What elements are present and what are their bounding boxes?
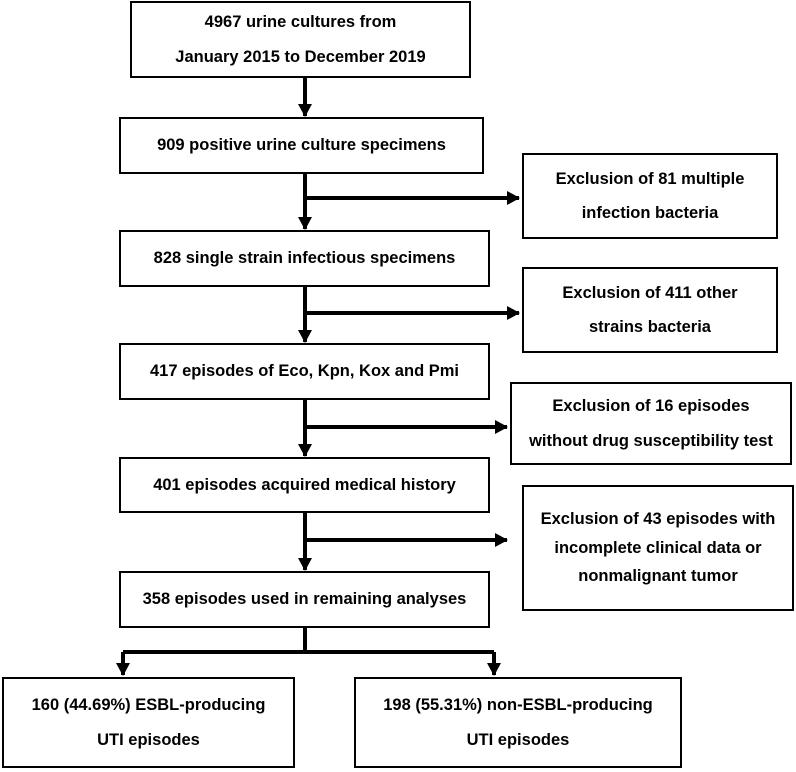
box-medical-history: 401 episodes acquired medical history bbox=[119, 457, 490, 513]
box-urine-cultures: 4967 urine cultures from January 2015 to… bbox=[130, 1, 471, 78]
box-exclusion-no-test-line2: without drug susceptibility test bbox=[529, 431, 773, 450]
box-esbl-producing-line2: UTI episodes bbox=[97, 730, 200, 749]
box-exclusion-no-test-line1: Exclusion of 16 episodes bbox=[552, 397, 750, 415]
box-medical-history-text: 401 episodes acquired medical history bbox=[153, 475, 456, 494]
box-positive-specimens: 909 positive urine culture specimens bbox=[119, 117, 484, 174]
box-positive-specimens-text: 909 positive urine culture specimens bbox=[157, 136, 446, 155]
box-esbl-producing-line1: 160 (44.69%) ESBL-producing bbox=[31, 696, 266, 714]
box-exclusion-other-strains-line1: Exclusion of 411 other bbox=[562, 283, 738, 302]
box-episodes-417: 417 episodes of Eco, Kpn, Kox and Pmi bbox=[119, 343, 490, 400]
box-non-esbl-producing: 198 (55.31%) non-ESBL-producing UTI epis… bbox=[354, 677, 682, 768]
box-exclusion-multiple-line1: Exclusion of 81 multiple bbox=[555, 169, 745, 188]
box-exclusion-incomplete: Exclusion of 43 episodes with incomplete… bbox=[522, 485, 794, 611]
box-exclusion-multiple: Exclusion of 81 multiple infection bacte… bbox=[522, 153, 778, 239]
box-remaining-analyses: 358 episodes used in remaining analyses bbox=[119, 571, 490, 628]
box-single-strain: 828 single strain infectious specimens bbox=[119, 230, 490, 287]
box-exclusion-incomplete-line1: Exclusion of 43 episodes with bbox=[540, 510, 776, 529]
box-single-strain-text: 828 single strain infectious specimens bbox=[153, 249, 456, 268]
box-remaining-analyses-text: 358 episodes used in remaining analyses bbox=[142, 590, 467, 609]
box-exclusion-other-strains-line2: strains bacteria bbox=[589, 318, 711, 336]
box-non-esbl-producing-line2: UTI episodes bbox=[466, 730, 570, 749]
box-exclusion-multiple-line2: infection bacteria bbox=[581, 204, 719, 222]
box-non-esbl-producing-line1: 198 (55.31%) non-ESBL-producing bbox=[383, 696, 653, 714]
box-exclusion-incomplete-line2: incomplete clinical data or bbox=[554, 538, 762, 557]
box-exclusion-no-test: Exclusion of 16 episodes without drug su… bbox=[510, 382, 792, 465]
box-urine-cultures-line1: 4967 urine cultures from bbox=[204, 13, 397, 31]
box-esbl-producing: 160 (44.69%) ESBL-producing UTI episodes bbox=[2, 677, 295, 768]
box-episodes-417-text: 417 episodes of Eco, Kpn, Kox and Pmi bbox=[150, 362, 459, 381]
box-exclusion-incomplete-line3: nonmalignant tumor bbox=[578, 567, 738, 586]
box-urine-cultures-line2: January 2015 to December 2019 bbox=[175, 47, 426, 66]
box-exclusion-other-strains: Exclusion of 411 other strains bacteria bbox=[522, 267, 778, 353]
